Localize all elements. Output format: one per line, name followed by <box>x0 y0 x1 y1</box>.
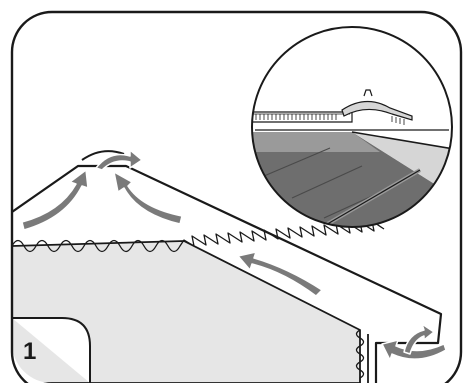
airflow-arrow-icon <box>21 169 89 231</box>
panel-border <box>10 10 463 383</box>
airflow-arrow-icon <box>95 149 143 171</box>
attic-wall <box>12 240 361 383</box>
airflow-arrow-icon <box>403 323 435 355</box>
wall-insulation <box>355 329 365 383</box>
step-number: 1 <box>23 338 37 365</box>
step-tab <box>12 317 91 383</box>
ridge-vent-detail <box>251 26 453 228</box>
airflow-arrows <box>21 149 447 361</box>
roof-outline <box>12 164 443 383</box>
ridge-vent-cap <box>81 150 125 161</box>
airflow-arrow-icon <box>381 339 447 361</box>
insulation-layer <box>12 220 385 253</box>
airflow-arrow-icon <box>237 251 323 297</box>
airflow-arrow-icon <box>113 171 183 225</box>
